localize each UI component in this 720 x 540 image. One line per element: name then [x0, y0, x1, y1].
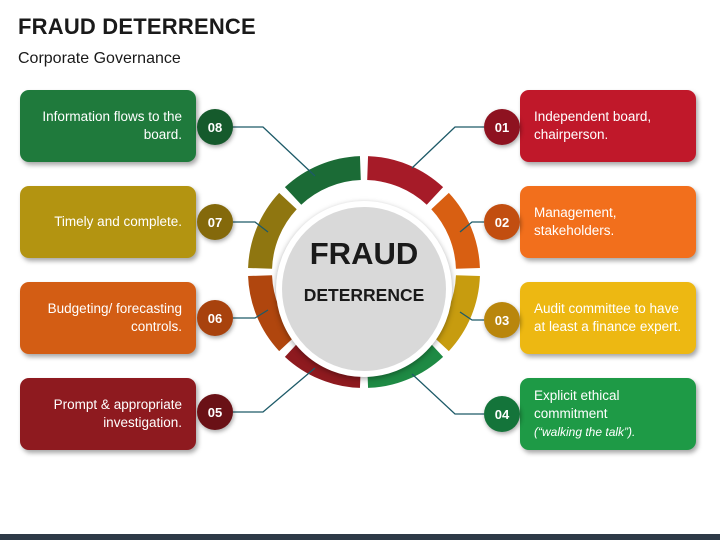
item-text: Explicit ethical commitment: [534, 388, 620, 421]
item-card-07: Timely and complete.: [20, 186, 196, 258]
connector-line-6: [233, 309, 269, 319]
item-badge-01: 01: [484, 109, 520, 145]
item-text: Management, stakeholders.: [534, 205, 617, 238]
item-text: Information flows to the board.: [42, 109, 182, 142]
item-badge-02: 02: [484, 204, 520, 240]
item-text: Audit committee to have at least a finan…: [534, 301, 682, 334]
item-text: Prompt & appropriate investigation.: [53, 397, 182, 430]
center-title: FRAUD: [309, 236, 419, 271]
item-text: Timely and complete.: [54, 214, 182, 229]
item-badge-08: 08: [197, 109, 233, 145]
center-circle: [276, 201, 452, 377]
connector-line-3: [459, 311, 484, 321]
item-badge-05: 05: [197, 394, 233, 430]
connector-line-4: [411, 373, 484, 415]
item-badge-03: 03: [484, 302, 520, 338]
ring-segment-3: [431, 275, 480, 352]
connector-line-1: [411, 126, 484, 169]
item-card-08: Information flows to the board.: [20, 90, 196, 162]
ring-segment-2: [431, 192, 480, 269]
item-card-03: Audit committee to have at least a finan…: [520, 282, 696, 354]
item-card-06: Budgeting/ forecasting controls.: [20, 282, 196, 354]
page-subtitle: Corporate Governance: [18, 50, 181, 67]
item-text: Budgeting/ forecasting controls.: [47, 301, 182, 334]
page-title: FRAUD DETERRENCE: [18, 14, 256, 39]
item-note: (“walking the talk”).: [534, 425, 636, 439]
ring-segment-8: [284, 156, 361, 205]
ring-segment-7: [248, 192, 297, 269]
item-badge-04: 04: [484, 396, 520, 432]
item-text: Independent board, chairperson.: [534, 109, 652, 142]
item-card-01: Independent board, chairperson.: [520, 90, 696, 162]
ring-segment-1: [367, 156, 444, 205]
connector-line-group: [233, 126, 484, 415]
item-card-05: Prompt & appropriate investigation.: [20, 378, 196, 450]
item-card-04: Explicit ethical commitment (“walking th…: [520, 378, 696, 450]
connector-line-5: [233, 367, 316, 413]
item-badge-06: 06: [197, 300, 233, 336]
item-card-02: Management, stakeholders.: [520, 186, 696, 258]
connector-line-8: [233, 126, 316, 177]
connector-line-2: [459, 221, 484, 233]
item-badge-07: 07: [197, 204, 233, 240]
ring-segment-6: [248, 275, 297, 352]
connector-line-7: [233, 221, 269, 233]
footer-bar: [0, 534, 720, 540]
center-subtitle: DETERRENCE: [303, 285, 425, 305]
